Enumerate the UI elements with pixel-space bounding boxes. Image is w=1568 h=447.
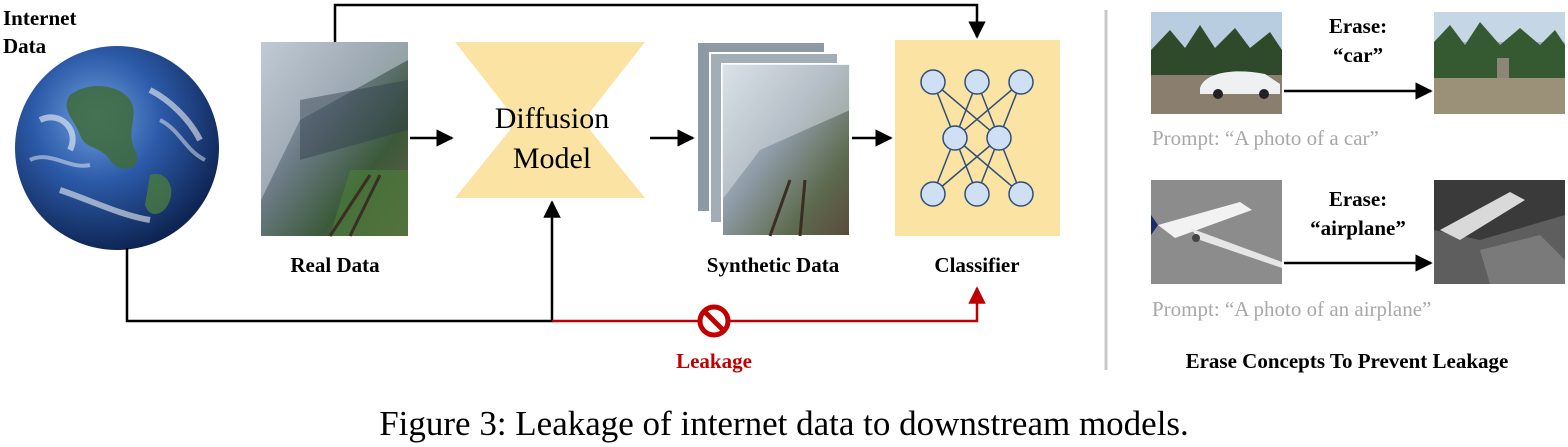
arrow-real-to-classifier-top [333, 3, 986, 42]
car-erased-image [1434, 12, 1565, 114]
erase-label-airplane: Erase: [1329, 187, 1387, 211]
neural-network-icon [920, 69, 1034, 207]
erase-concept-airplane: “airplane” [1310, 216, 1406, 240]
figure-caption: Figure 3: Leakage of internet data to do… [379, 404, 1189, 443]
earth-globe-icon [15, 46, 219, 250]
real-data-label: Real Data [290, 253, 380, 277]
leakage-arrow [552, 286, 986, 323]
airplane-original-image [1151, 180, 1282, 284]
airplane-erased-image [1434, 180, 1565, 284]
right-panel-title: Erase Concepts To Prevent Leakage [1186, 349, 1509, 373]
prompt-airplane: Prompt: “A photo of an airplane” [1152, 297, 1431, 321]
real-data-image [261, 42, 408, 237]
leakage-label: Leakage [676, 349, 752, 373]
internet-data-label-line2: Data [3, 34, 47, 58]
prohibited-icon [697, 304, 731, 338]
synthetic-data-image-stack [696, 41, 851, 237]
diffusion-model-box [455, 42, 645, 198]
erase-concept-car: “car” [1333, 43, 1383, 67]
erase-label-car: Erase: [1329, 14, 1387, 38]
synthetic-data-label: Synthetic Data [707, 253, 840, 277]
prompt-car: Prompt: “A photo of a car” [1152, 126, 1379, 150]
car-original-image [1151, 12, 1282, 114]
classifier-label: Classifier [934, 253, 1019, 277]
arrow-internet-to-diffusion [125, 200, 561, 323]
diffusion-model-label-line1: Diffusion [495, 102, 609, 135]
internet-data-label-line1: Internet [3, 6, 76, 30]
diffusion-model-label-line2: Model [513, 142, 591, 175]
